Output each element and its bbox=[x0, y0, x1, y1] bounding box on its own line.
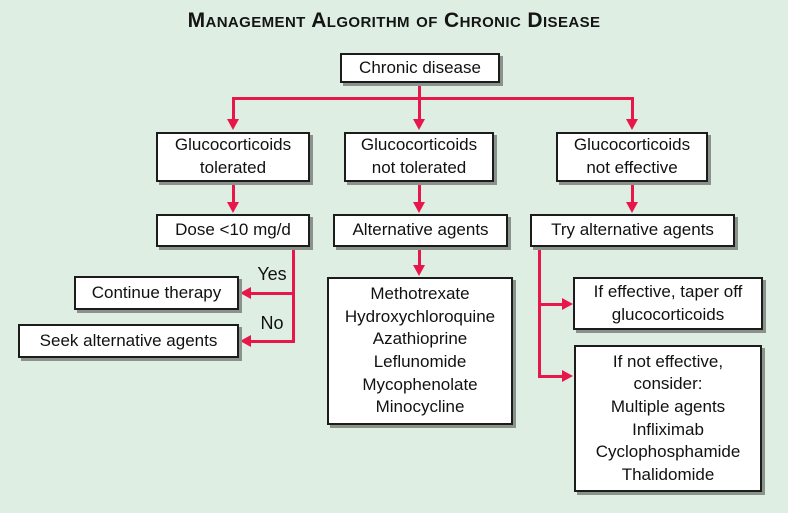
node-alternative-agents: Alternative agents bbox=[333, 214, 508, 247]
edge-label-yes: Yes bbox=[257, 264, 287, 284]
arrowhead-to-gc-not-effective bbox=[626, 119, 638, 130]
node-glucocorticoids-not-tolerated: Glucocorticoids not tolerated bbox=[344, 132, 494, 182]
connector-alternative-to-drug-list bbox=[418, 248, 421, 266]
arrowhead-to-taper-off bbox=[562, 298, 573, 310]
node-glucocorticoids-tolerated: Glucocorticoids tolerated bbox=[156, 132, 310, 182]
connector-yes-branch bbox=[251, 292, 294, 295]
connector-gc-not-tolerated-to-alternative bbox=[418, 183, 421, 203]
arrowhead-to-gc-not-tolerated bbox=[413, 119, 425, 130]
node-seek-alternative-agents: Seek alternative agents bbox=[18, 324, 239, 358]
connector-branch-horizontal bbox=[232, 97, 634, 100]
node-glucocorticoids-not-effective: Glucocorticoids not effective bbox=[556, 132, 708, 182]
connector-dose-decision-vertical bbox=[292, 248, 295, 343]
connector-effective-branch bbox=[541, 303, 563, 306]
connector-gc-tolerated-to-dose bbox=[232, 183, 235, 203]
node-not-effective-consider: If not effective, consider: Multiple age… bbox=[574, 345, 762, 492]
node-continue-therapy: Continue therapy bbox=[74, 276, 239, 310]
arrowhead-to-seek-alternative-agents bbox=[240, 335, 251, 347]
node-drug-list: Methotrexate Hydroxychloroquine Azathiop… bbox=[327, 277, 513, 425]
node-chronic-disease: Chronic disease bbox=[340, 53, 500, 83]
connector-gc-not-effective-to-try-alternative bbox=[631, 183, 634, 203]
arrowhead-to-drug-list bbox=[413, 265, 425, 276]
connector-drop-left bbox=[232, 97, 235, 120]
arrowhead-to-try-alternative-agents bbox=[626, 202, 638, 213]
arrowhead-to-dose bbox=[227, 202, 239, 213]
connector-no-branch bbox=[251, 340, 294, 343]
arrowhead-to-not-effective bbox=[562, 370, 573, 382]
node-dose-under-10: Dose <10 mg/d bbox=[156, 214, 310, 247]
arrowhead-to-continue-therapy bbox=[240, 287, 251, 299]
node-try-alternative-agents: Try alternative agents bbox=[530, 214, 735, 247]
diagram-title: Management Algorithm of Chronic Disease bbox=[187, 9, 601, 32]
edge-label-no: No bbox=[260, 313, 284, 333]
connector-drop-right bbox=[631, 97, 634, 120]
connector-try-alternative-vertical bbox=[538, 248, 541, 378]
node-taper-off-glucocorticoids: If effective, taper off glucocorticoids bbox=[573, 277, 763, 330]
arrowhead-to-alternative-agents bbox=[413, 202, 425, 213]
connector-stem-chronic-disease bbox=[418, 83, 421, 121]
connector-not-effective-branch bbox=[541, 375, 563, 378]
arrowhead-to-gc-tolerated bbox=[227, 119, 239, 130]
